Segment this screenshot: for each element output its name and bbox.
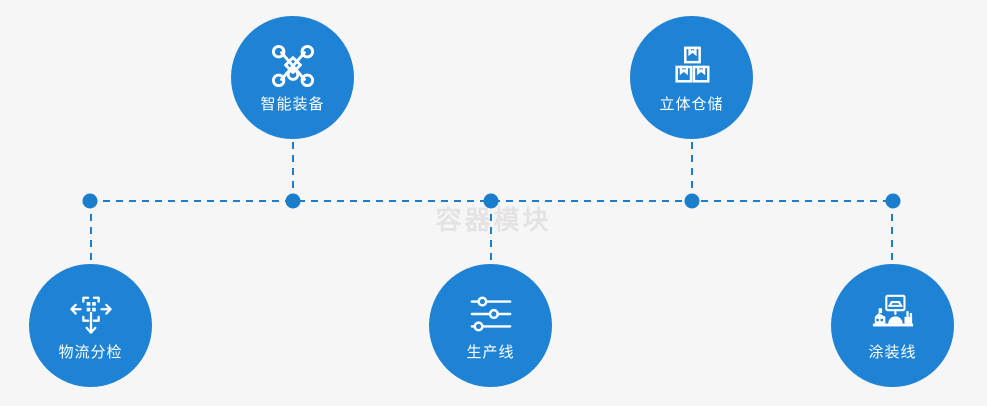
node-label: 立体仓储 <box>659 95 724 113</box>
node-label: 物流分检 <box>58 343 123 361</box>
sliders-icon <box>470 295 511 332</box>
junction-dot <box>885 193 901 209</box>
junction-dot <box>285 193 301 209</box>
paint-booth-icon <box>872 294 913 326</box>
node-label: 智能装备 <box>260 95 325 113</box>
network-topology-icon <box>271 44 314 87</box>
node-stereoscopic-warehouse[interactable]: 立体仓储 <box>630 16 753 139</box>
node-production-line[interactable]: 生产线 <box>429 264 552 387</box>
node-painting-line[interactable]: 涂装线 <box>831 264 954 387</box>
junction-dot <box>483 193 499 209</box>
junction-dot <box>684 193 700 209</box>
node-label: 生产线 <box>466 343 515 361</box>
stacked-boxes-icon <box>674 46 710 83</box>
junction-dot <box>82 193 98 209</box>
sorting-arrows-grid-icon <box>69 296 112 334</box>
node-label: 涂装线 <box>868 343 917 361</box>
node-smart-equipment[interactable]: 智能装备 <box>231 16 354 139</box>
node-logistics-sorting[interactable]: 物流分检 <box>29 264 152 387</box>
